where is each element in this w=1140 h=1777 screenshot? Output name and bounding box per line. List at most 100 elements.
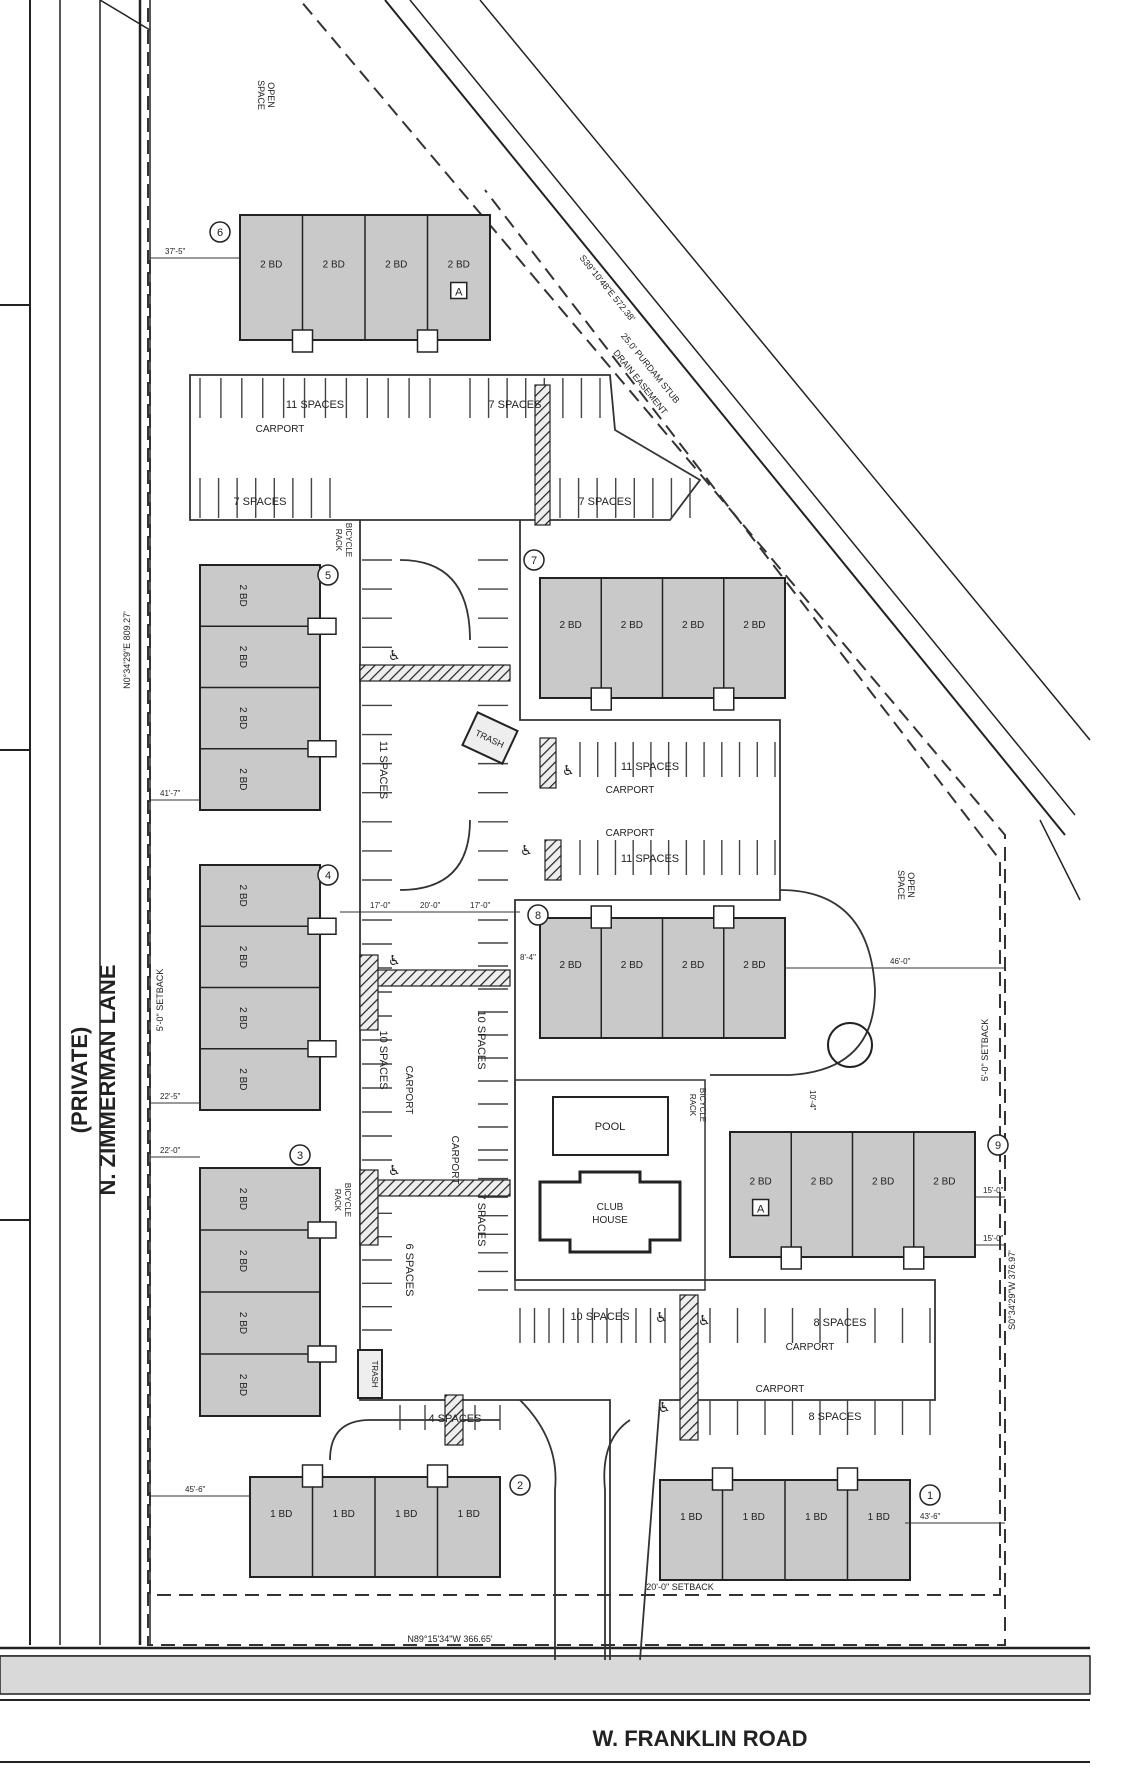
dim-label: 45'-6" [185, 1485, 206, 1494]
unit-label: 2 BD [237, 646, 248, 668]
building-number-9: 9 [987, 1134, 1009, 1156]
bearing-west: N0°34'29"E 809.27' [122, 611, 132, 689]
dim-label: 15'-0" [983, 1234, 1004, 1243]
building-number-5: 5 [317, 564, 339, 586]
carport-label-f: CARPORT [786, 1342, 835, 1353]
parking-label-m: 8 SPACES [814, 1317, 867, 1329]
unit-label: 2 BD [448, 260, 470, 271]
parking-label-n: 8 SPACES [809, 1411, 862, 1423]
street-name-west-private: (PRIVATE) [67, 1027, 92, 1134]
unit-label: 2 BD [743, 960, 765, 971]
unit-label: 2 BD [682, 960, 704, 971]
svg-text:3: 3 [297, 1150, 303, 1162]
lot-boundary [147, 0, 1006, 1646]
accessible-parking-icons: ♿ ♿ ♿ ♿ ♿ ♿ ♿ ♿ [388, 648, 711, 1416]
building-numbers: 1 2 3 4 5 6 7 8 9 [209, 221, 1009, 1506]
bearing-south: N89°15'34"W 366.65' [407, 1634, 493, 1644]
dim-label: 17'-0" [370, 901, 391, 910]
unit-label: 1 BD [395, 1509, 417, 1520]
drain-easement: S39°10'48"E 572.38' 25.0' PURDAM STUB DR… [384, 0, 1091, 901]
bearing-north: S39°10'48"E 572.38' [578, 253, 638, 323]
unit-label: 2 BD [237, 885, 248, 907]
trash-enclosure-2: TRASH [357, 1349, 383, 1399]
open-space-label-north-2: SPACE [256, 80, 266, 110]
unit-label: 2 BD [237, 768, 248, 790]
building-number-1: 1 [919, 1484, 941, 1506]
parking-label-c: 7 SPACES [234, 496, 287, 508]
building-number-3: 3 [289, 1144, 311, 1166]
building-8: 2 BD 2 BD 2 BD 2 BD [539, 905, 786, 1039]
building-number-8: 8 [527, 904, 549, 926]
unit-label: 2 BD [621, 960, 643, 971]
wheelchair-icon: ♿ [388, 953, 401, 969]
dim-label: 10'-4" [808, 1090, 817, 1111]
unit-label: 1 BD [743, 1512, 765, 1523]
wheelchair-icon: ♿ [655, 1310, 668, 1326]
dim-label: 43'-6" [920, 1512, 941, 1521]
walkways [359, 384, 699, 1446]
open-space-label-east-2: SPACE [896, 870, 906, 900]
street-name-west: N. ZIMMERMAN LANE [95, 965, 120, 1196]
parking-label-d: 7 SPACES [579, 496, 632, 508]
parking-label-e: 11 SPACES [621, 761, 679, 773]
unit-label: 2 BD [237, 1188, 248, 1210]
unit-label: 2 BD [750, 1177, 772, 1188]
dim-label: 46'-0" [890, 957, 911, 966]
svg-text:9: 9 [995, 1140, 1001, 1152]
trash-enclosure-1: TRASH [461, 711, 519, 765]
svg-text:2: 2 [517, 1480, 523, 1492]
unit-label: 2 BD [621, 620, 643, 631]
svg-text:6: 6 [217, 227, 223, 239]
bicycle-rack-label-1: BICYCLE [344, 523, 353, 557]
carport-label-c: CARPORT [606, 828, 655, 839]
unit-label: 2 BD [743, 620, 765, 631]
parking-label-i: 10 SPACES [475, 1010, 487, 1069]
building-number-6: 6 [209, 221, 231, 243]
dim-label: 37'-5" [165, 247, 186, 256]
unit-label: 2 BD [560, 960, 582, 971]
building-4: 2 BD2 BD2 BD2 BD [199, 864, 337, 1111]
unit-label: 2 BD [237, 946, 248, 968]
svg-text:1: 1 [927, 1490, 933, 1502]
fountain-icon [827, 1022, 873, 1068]
clubhouse-label-2: HOUSE [592, 1215, 628, 1226]
carport-label-d: CARPORT [403, 1066, 414, 1115]
parking-label-j: 6 SPACES [403, 1244, 415, 1297]
unit-label: 1 BD [868, 1512, 890, 1523]
bicycle-rack-label-3b: RACK [333, 1189, 342, 1212]
unit-label: 1 BD [805, 1512, 827, 1523]
bicycle-rack-label-3: BICYCLE [343, 1183, 352, 1217]
dim-label: 20'-0" [420, 901, 441, 910]
parking-label-k: 7 SPACES [475, 1194, 487, 1247]
building-number-7: 7 [523, 549, 545, 571]
setback-west: 5'-0" SETBACK [155, 969, 165, 1031]
svg-text:8: 8 [535, 910, 541, 922]
wheelchair-icon: ♿ [388, 1163, 401, 1179]
carport-label-a: CARPORT [256, 424, 305, 435]
setback-east: 5'-0" SETBACK [980, 1019, 990, 1081]
setback-south: 20'-0" SETBACK [646, 1582, 713, 1592]
amenity-area: POOL CLUB HOUSE [514, 1022, 873, 1291]
dim-label: 8'-4" [520, 953, 536, 962]
carport-label-g: CARPORT [756, 1384, 805, 1395]
open-space-label-east: OPEN [906, 872, 916, 898]
building-number-2: 2 [509, 1474, 531, 1496]
parking-label-b: 7 SPACES [489, 399, 542, 411]
type-a-marker: A [757, 1204, 765, 1216]
franklin-road: W. FRANKLIN ROAD N89°15'34"W 366.65' [0, 1634, 1091, 1763]
dim-label: 15'-0" [983, 1186, 1004, 1195]
unit-label: 1 BD [270, 1509, 292, 1520]
setback-line [149, 189, 1001, 1596]
zimmerman-lane: N. ZIMMERMAN LANE (PRIVATE) N0°34'29"E 8… [0, 0, 151, 1645]
bearing-east: S0°34'29"W 376.97' [1007, 1250, 1017, 1330]
building-number-4: 4 [317, 864, 339, 886]
wheelchair-icon: ♿ [388, 648, 401, 664]
unit-label: 2 BD [237, 1068, 248, 1090]
unit-label: 1 BD [458, 1509, 480, 1520]
